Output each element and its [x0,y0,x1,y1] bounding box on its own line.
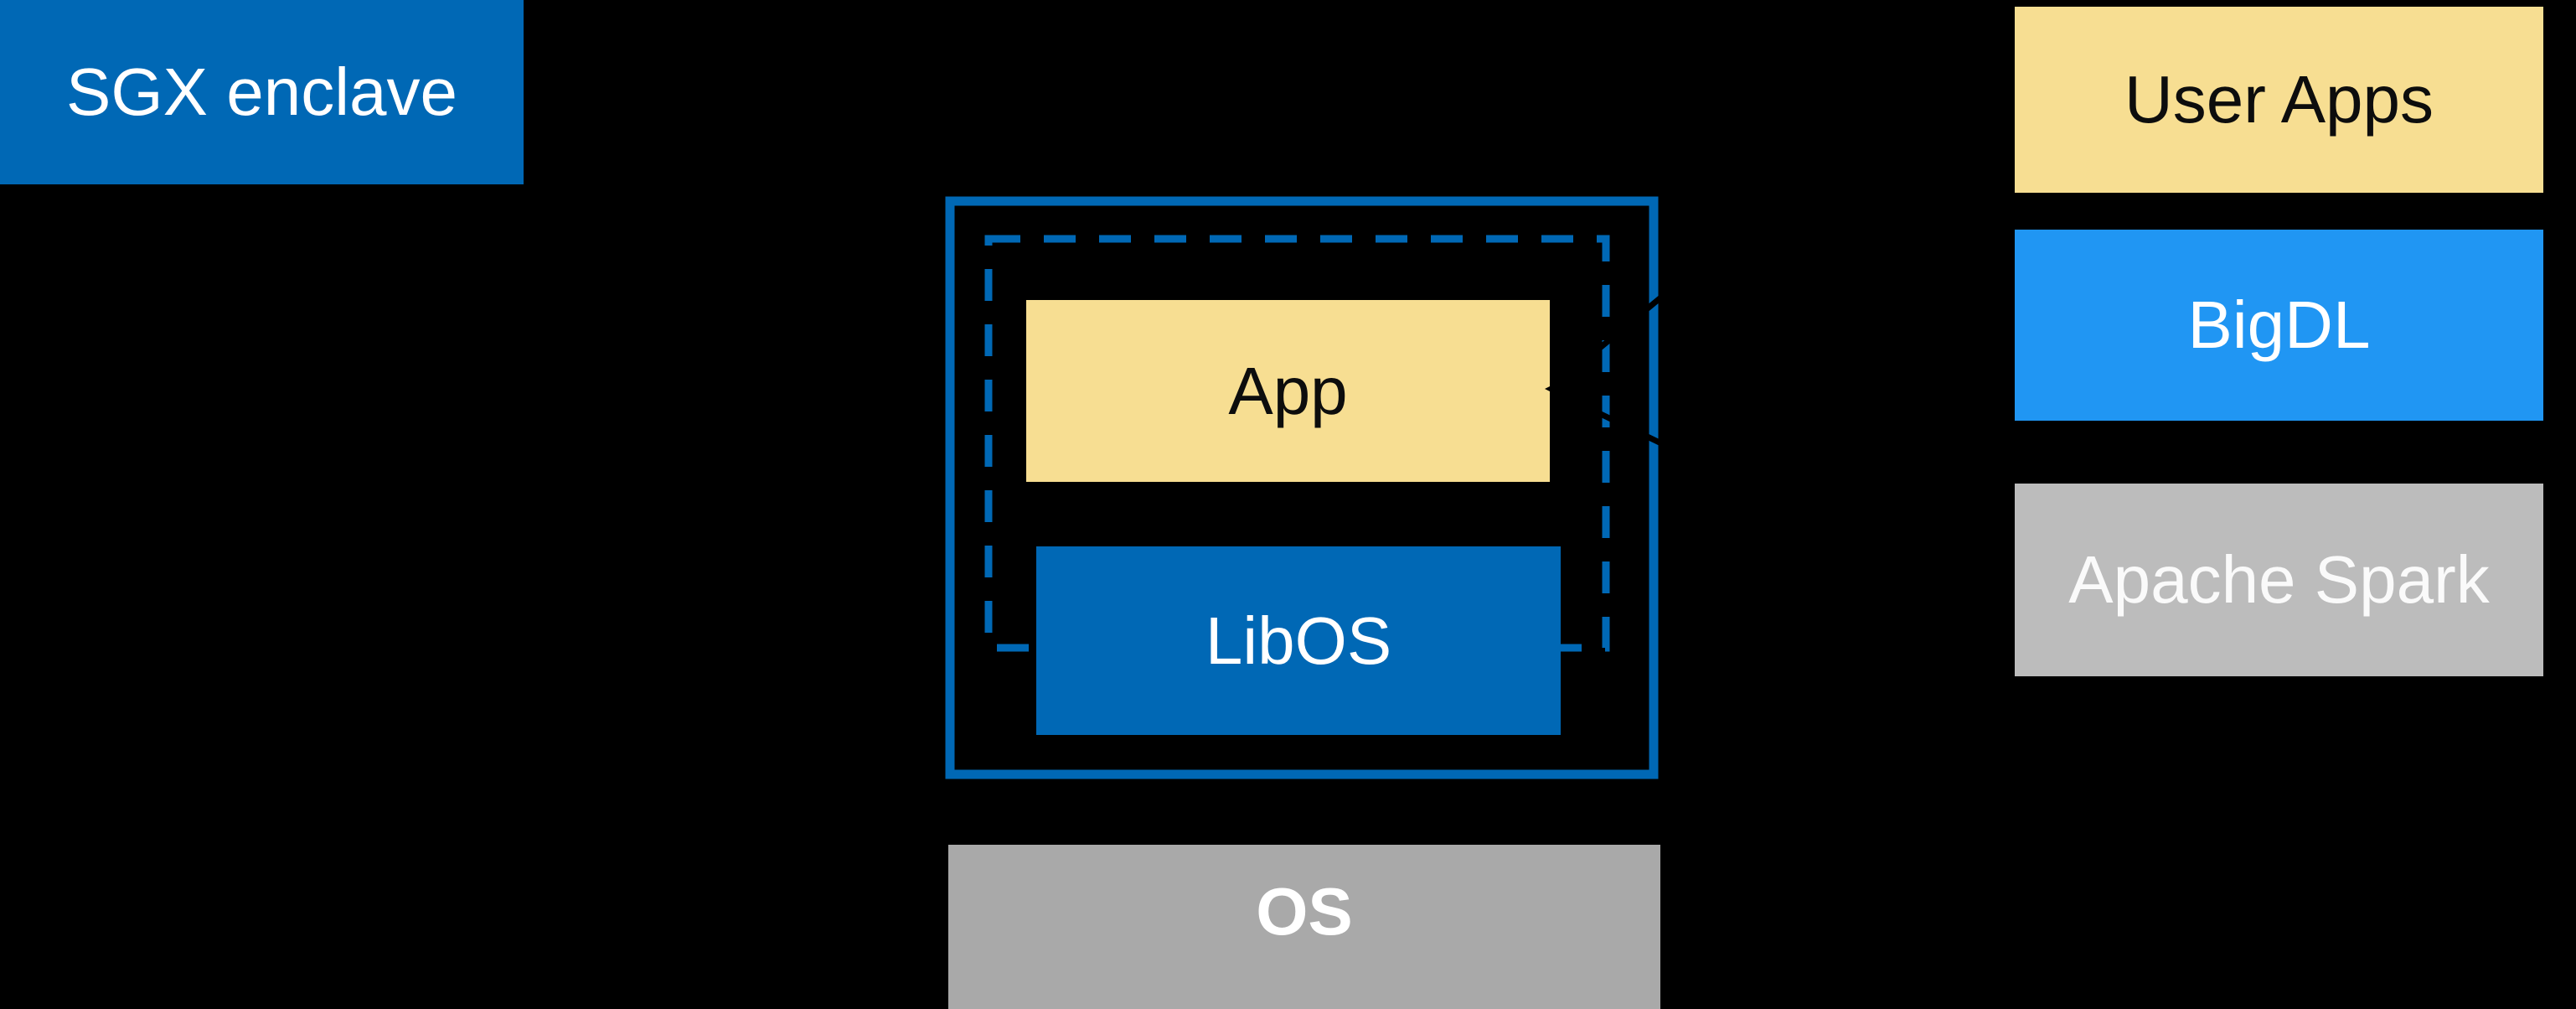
app-label: App [1228,353,1348,428]
os-label: OS [1256,874,1353,949]
arrow-spark-to-app [1552,388,2011,615]
sgx-connector-dot-icon [520,510,530,520]
bigdl-label: BigDL [2187,287,2371,362]
libos-box: LibOS [1036,546,1561,735]
apache-spark-label: Apache Spark [2068,542,2490,617]
apache-spark-box: Apache Spark [2015,484,2543,676]
user-apps-label: User Apps [2124,62,2434,137]
os-box: OS [948,845,1660,1009]
libos-label: LibOS [1205,603,1392,678]
arrow-user-apps-to-app [1550,8,2011,390]
bigdl-box: BigDL [2015,230,2543,421]
user-apps-box: User Apps [2015,7,2543,193]
sgx-enclave-label: SGX enclave [66,54,457,129]
app-box: App [1026,300,1550,482]
sgx-enclave-label-box: SGX enclave [0,0,524,184]
